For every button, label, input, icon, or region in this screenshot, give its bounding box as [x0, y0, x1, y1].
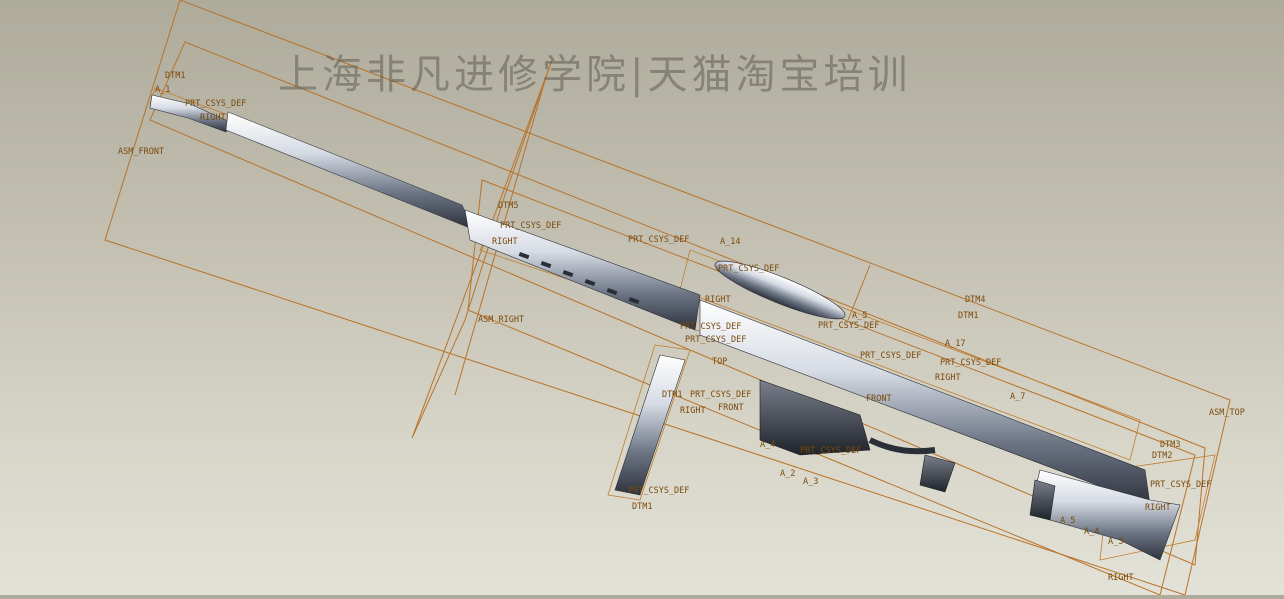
datum-label-mag-right: RIGHT — [680, 406, 706, 416]
pistol-grip — [919, 454, 956, 493]
asm-right-plane — [411, 59, 553, 439]
datum-label-dtm1b: DTM1 — [958, 311, 978, 321]
datum-label-mag-bottom-dtm: DTM1 — [632, 502, 652, 512]
trigger-guard — [868, 437, 936, 455]
datum-label-dtm3: DTM3 — [1160, 440, 1180, 450]
datum-label-asm-front: ASM_FRONT — [118, 147, 164, 157]
watermark-text: 上海非凡进修学院|天猫淘宝培训 — [278, 52, 912, 98]
receiver-box — [679, 249, 1141, 461]
datum-label-dtm4: DTM4 — [965, 295, 985, 305]
datum-label-a17: A_17 — [945, 339, 965, 349]
datum-label-stock-a3: A_3 — [1108, 537, 1123, 547]
monopod — [1029, 479, 1056, 521]
datum-label-muzzle-csys: PRT_CSYS_DEF — [185, 99, 246, 109]
datum-label-trig-csys: PRT_CSYS_DEF — [800, 446, 861, 456]
datum-label-bottom-right: RIGHT — [1108, 573, 1134, 583]
datum-label-rcv-top: TOP — [712, 357, 727, 367]
datum-label-scope-right: RIGHT — [705, 295, 731, 305]
datum-label-trig-a4: A_4 — [760, 440, 775, 450]
datum-label-mag-front: FRONT — [718, 403, 744, 413]
datum-label-rcv-csys2: PRT_CSYS_DEF — [818, 321, 879, 331]
datum-label-mid-csys: PRT_CSYS_DEF — [500, 221, 561, 231]
datum-labels: ASM_FRONT ASM_RIGHT ASM_TOP DTM1 A_1 PRT… — [118, 71, 1245, 583]
datum-label-stock-a5: A_5 — [1060, 516, 1075, 526]
barrel — [225, 111, 471, 229]
datum-label-muzzle-a: A_1 — [155, 85, 170, 95]
datum-label-trig-a3: A_3 — [803, 477, 818, 487]
handguard — [464, 209, 701, 331]
datum-label-stock-csys: PRT_CSYS_DEF — [1150, 480, 1211, 490]
datum-label-mag-dtm: DTM1 — [662, 390, 682, 400]
datum-label-rcv-csys4: PRT_CSYS_DEF — [860, 351, 921, 361]
datum-label-mid-right: RIGHT — [492, 237, 518, 247]
datum-label-scope-csys2: PRT_CSYS_DEF — [718, 264, 779, 274]
datum-label-mag-csys: PRT_CSYS_DEF — [690, 390, 751, 400]
datum-label-stock-a4: A_4 — [1084, 527, 1099, 537]
datum-label-a7: A_7 — [1010, 392, 1025, 402]
datum-label-asm-top: ASM_TOP — [1209, 408, 1245, 418]
datum-label-muzzle-right: RIGHT — [200, 113, 226, 123]
muzzle-brake — [149, 94, 231, 133]
datum-label-muzzle-dtm1: DTM1 — [165, 71, 185, 81]
datum-label-mag-bottom-csys: PRT_CSYS_DEF — [628, 486, 689, 496]
magazine-box — [607, 344, 691, 501]
handguard-vents — [518, 252, 640, 305]
datum-label-asm-right: ASM_RIGHT — [478, 315, 524, 325]
datum-label-rcv-right: RIGHT — [935, 373, 961, 383]
rifle-model — [149, 94, 1181, 561]
datum-label-trig-a2: A_2 — [780, 469, 795, 479]
datum-label-rcv-csys5: PRT_CSYS_DEF — [940, 358, 1001, 368]
magazine — [614, 354, 686, 496]
datum-label-dtm2: DTM2 — [1152, 451, 1172, 461]
datum-label-stock-right: RIGHT — [1145, 503, 1171, 513]
datum-label-scope-a14: A_14 — [720, 237, 740, 247]
datum-label-rcv-csys3: PRT_CSYS_DEF — [685, 335, 746, 345]
scope — [714, 260, 846, 320]
datum-label-front-mid: FRONT — [866, 394, 892, 404]
asm-top-plane — [149, 41, 1206, 566]
datum-label-mid-dtm5: DTM5 — [498, 201, 518, 211]
datum-label-scope-csys: PRT_CSYS_DEF — [628, 235, 689, 245]
trigger-housing — [759, 379, 871, 456]
datum-label-rcv-csys1: PRT_CSYS_DEF — [680, 322, 741, 332]
datum-label-a5: A_5 — [852, 311, 867, 321]
